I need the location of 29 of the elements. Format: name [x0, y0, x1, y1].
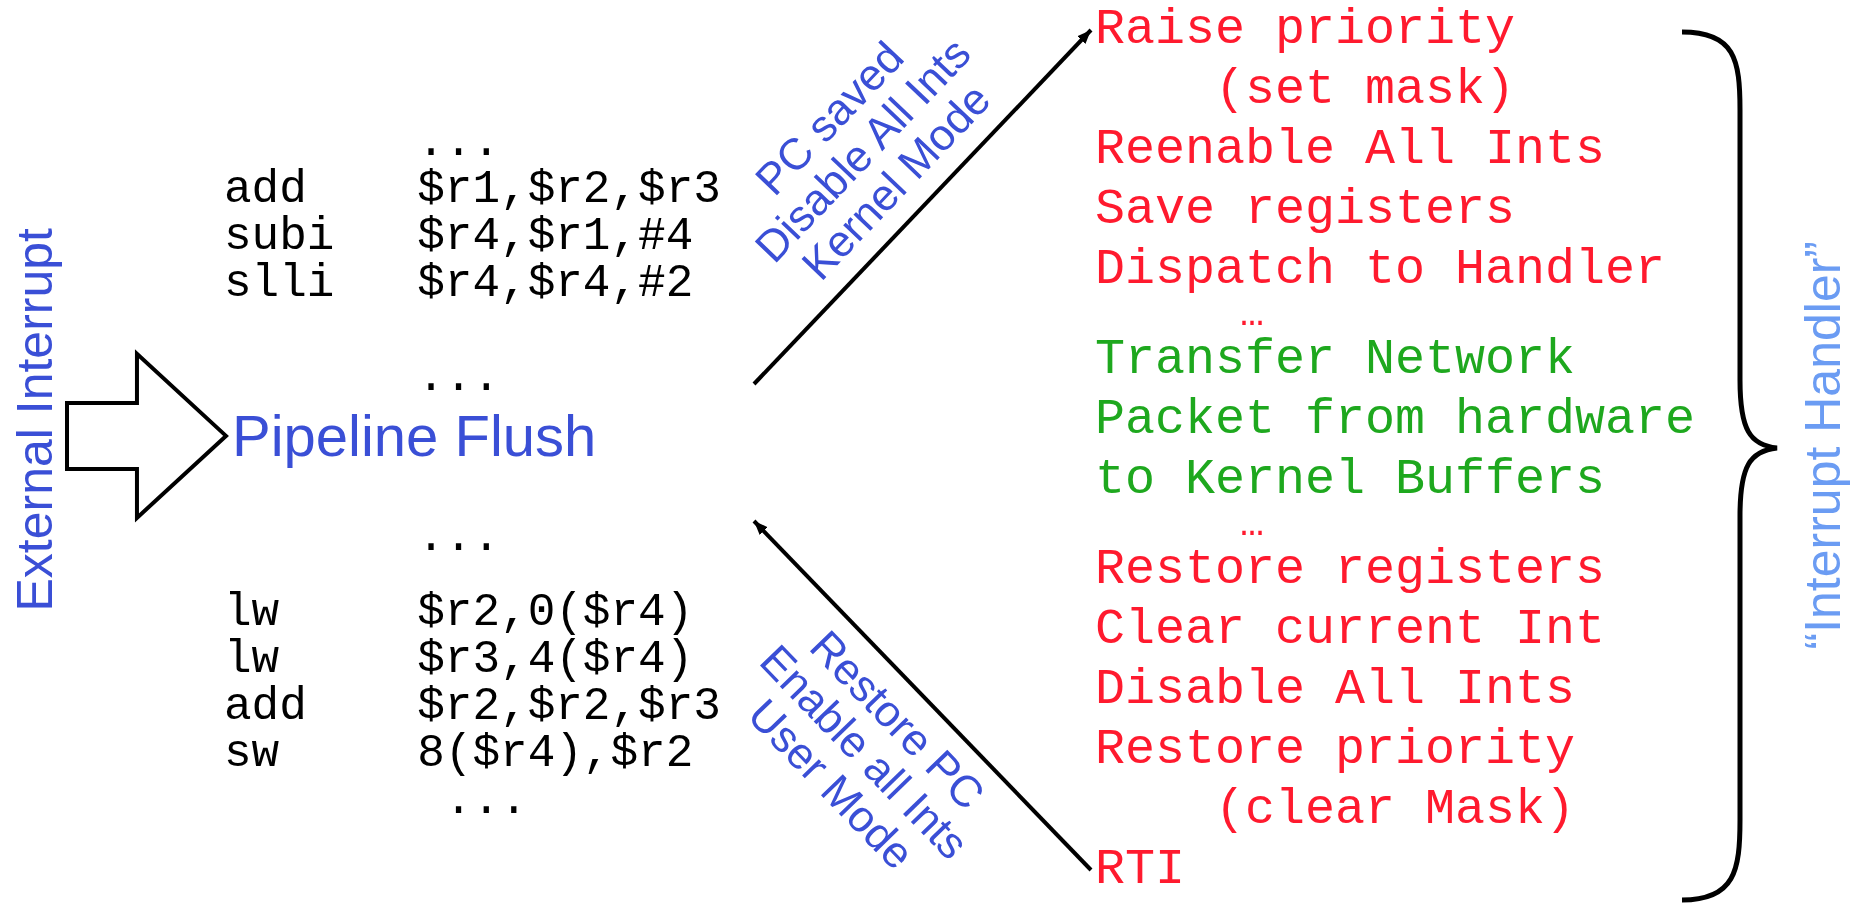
- code-line: ...: [416, 120, 501, 167]
- code-line: subi $r4,$r1,#4: [224, 214, 695, 261]
- handler-step: Raise priority (set mask): [1095, 0, 1546, 120]
- code-line: add $r1,$r2,$r3: [224, 167, 722, 214]
- handler-body-text: Transfer Network Packet from hardware to Kernel Buffers: [1095, 330, 1726, 510]
- code-line: sw 8($r4),$r2: [224, 731, 695, 778]
- handler-step: Disable All Ints: [1095, 660, 1576, 720]
- code-line: add $r2,$r2,$r3: [224, 684, 722, 731]
- ellipsis: …: [1240, 510, 1264, 540]
- handler-step: Restore registers: [1095, 540, 1606, 600]
- handler-step: Restore priority (clear Mask): [1095, 720, 1606, 840]
- code-line: lw $r2,0($r4): [224, 590, 695, 637]
- code-line: ...: [416, 355, 502, 402]
- rotated-heading: “Interrupt Handler”: [1796, 240, 1851, 649]
- handler-step: Save registers: [1095, 180, 1516, 240]
- rotated-heading: External Interrupt: [8, 228, 63, 612]
- code-line: slli $r4,$r4,#2: [224, 261, 695, 308]
- arrow: [752, 28, 1093, 386]
- handler-step: Clear current Int: [1095, 600, 1606, 660]
- handler-step: Dispatch to Handler: [1095, 240, 1666, 300]
- stage-label: Pipeline Flush: [232, 404, 597, 468]
- code-line: ...: [416, 515, 502, 562]
- code-line: lw $r3,4($r4): [224, 637, 694, 684]
- code-line: ...: [444, 778, 528, 825]
- ellipsis: …: [1240, 300, 1264, 330]
- handler-step: Reenable All Ints: [1095, 120, 1606, 180]
- block-arrow: [65, 349, 229, 523]
- arrow: [752, 519, 1093, 872]
- handler-step: RTI: [1095, 840, 1185, 900]
